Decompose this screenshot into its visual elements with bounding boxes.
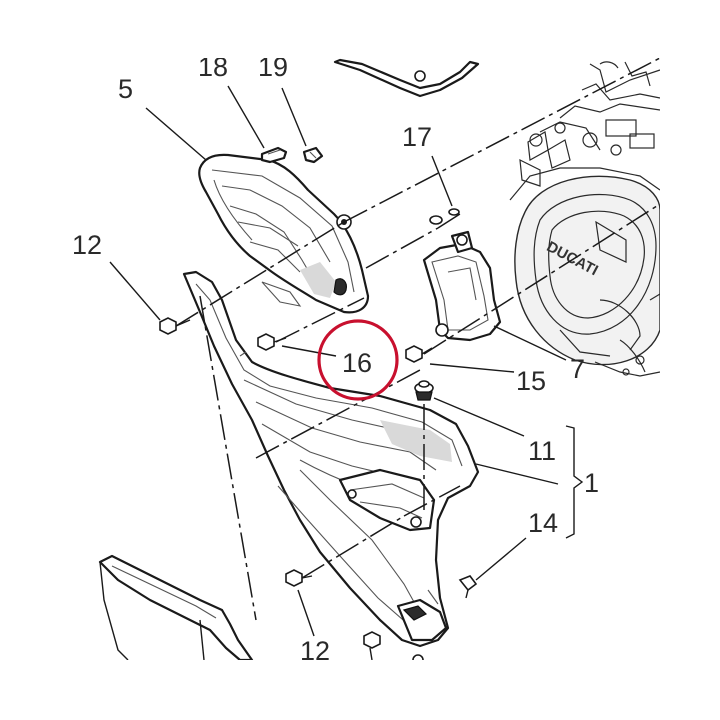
leader-lines bbox=[109, 85, 584, 661]
part-19-clip bbox=[302, 146, 324, 164]
callout-1: 1 bbox=[584, 468, 599, 498]
callout-14: 14 bbox=[528, 508, 558, 538]
callout-11: 11 bbox=[528, 436, 556, 466]
upper-panel-fragment bbox=[333, 58, 480, 98]
part-16-bolt bbox=[257, 333, 287, 351]
assembly-centerlines bbox=[175, 57, 661, 621]
lower-panel-fragment bbox=[98, 554, 254, 662]
part-14-clip bbox=[458, 575, 478, 599]
callout-16: 16 bbox=[342, 348, 372, 378]
callout-7: 7 bbox=[570, 354, 585, 384]
callout-5: 5 bbox=[118, 74, 133, 104]
highlight-circle-part-16 bbox=[317, 319, 399, 401]
part-5-upper-panel bbox=[198, 153, 370, 314]
right-crop bbox=[660, 0, 720, 720]
top-crop bbox=[0, 0, 720, 58]
part-17-washer bbox=[429, 208, 460, 225]
callout-17: 17 bbox=[402, 122, 432, 152]
part-1-side-fairing bbox=[182, 270, 480, 648]
bottom-crop bbox=[0, 660, 720, 720]
part-11-grommet bbox=[414, 380, 434, 401]
part-15-bolt bbox=[405, 345, 433, 363]
part-18-clip bbox=[260, 146, 288, 164]
part-7-bracket bbox=[422, 230, 502, 342]
callout-15: 15 bbox=[516, 366, 546, 396]
callout-12-upper: 12 bbox=[72, 230, 102, 260]
callouts: 18 19 5 17 12 16 15 7 11 1 14 12 bbox=[72, 52, 599, 666]
